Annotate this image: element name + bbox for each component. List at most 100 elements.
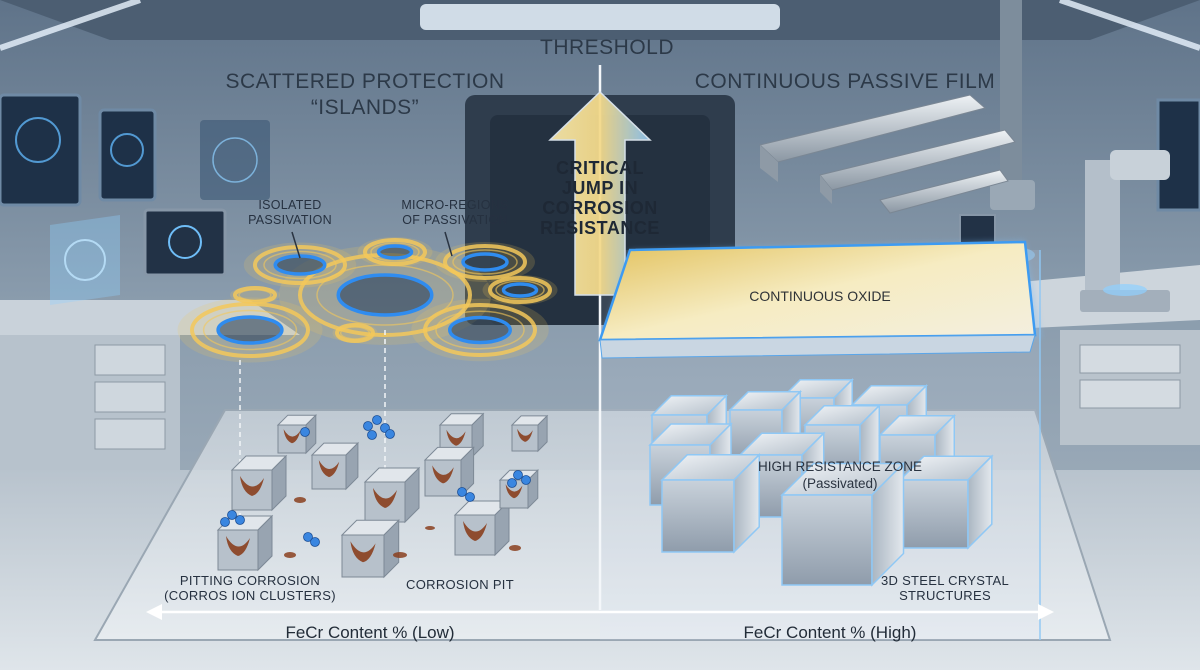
corrosion-pit bbox=[432, 465, 454, 484]
island-inner-ring bbox=[452, 249, 518, 275]
corrosion-pit bbox=[505, 484, 523, 499]
ion-cluster-dot bbox=[521, 475, 531, 485]
island-gold-ring bbox=[488, 276, 552, 304]
cube-front bbox=[781, 494, 873, 586]
corrosion-pit bbox=[373, 488, 397, 508]
island-inner-ring bbox=[263, 250, 337, 280]
island-inner-ring bbox=[495, 280, 545, 300]
ion-cluster-dot bbox=[303, 532, 313, 542]
island-core bbox=[275, 256, 325, 274]
cube-side bbox=[257, 514, 273, 572]
island-inner-ring bbox=[202, 309, 298, 351]
steel-crystal-cube bbox=[780, 461, 906, 587]
ion-cluster-dot bbox=[372, 415, 382, 425]
corrosion-pit-label: CORROSION PIT bbox=[406, 577, 514, 592]
island-blue-ring bbox=[448, 315, 512, 345]
jump-line4: RESISTANCE bbox=[540, 218, 660, 238]
pitting-label-line1: PITTING CORROSION bbox=[179, 573, 321, 588]
island-gold-ring bbox=[253, 245, 347, 285]
passivation-island bbox=[435, 242, 535, 282]
jump-arrow bbox=[548, 90, 652, 296]
crystal-label-line2: STRUCTURES bbox=[899, 588, 991, 603]
passivation-island bbox=[482, 275, 558, 305]
cube-side bbox=[733, 452, 760, 554]
pitting-label-line2: (CORROS ION CLUSTERS) bbox=[164, 588, 336, 603]
steel-beams bbox=[758, 94, 1016, 214]
cube-side bbox=[460, 446, 475, 498]
rust-stain bbox=[284, 552, 296, 558]
rust-stain bbox=[425, 526, 435, 530]
island-gold-ring bbox=[423, 303, 537, 357]
island-blue-ring bbox=[501, 282, 539, 298]
corrosion-pit bbox=[446, 429, 466, 446]
jump-line3: CORROSION bbox=[542, 198, 658, 218]
corroded-cubes bbox=[216, 412, 549, 579]
island-gold-ring bbox=[443, 244, 527, 280]
island-inner-ring bbox=[370, 242, 420, 262]
cube-side bbox=[271, 454, 287, 512]
ion-cluster-dot bbox=[385, 429, 395, 439]
island-blue-ring bbox=[336, 273, 434, 317]
corrosion-pit bbox=[226, 536, 250, 556]
passivation-island bbox=[357, 237, 433, 267]
lab-desk-left bbox=[0, 208, 300, 475]
island-blue-ring bbox=[461, 252, 509, 272]
passivation-island bbox=[411, 298, 549, 362]
ceiling-light bbox=[420, 4, 780, 30]
right-heading: CONTINUOUS PASSIVE FILM bbox=[694, 70, 996, 93]
fecr-axis bbox=[146, 604, 1054, 620]
passivation-island bbox=[332, 323, 378, 343]
isolated-label-line1: ISOLATED bbox=[258, 198, 322, 212]
island-gold-ring bbox=[190, 302, 310, 358]
left-heading-line1: SCATTERED PROTECTION bbox=[225, 70, 505, 93]
passivation-island bbox=[177, 297, 323, 363]
rust-stain bbox=[393, 552, 407, 558]
ion-cluster-dot bbox=[457, 487, 467, 497]
isolated-label-line2: PASSIVATION bbox=[248, 213, 332, 227]
jump-line1: CRITICAL bbox=[556, 158, 644, 178]
oxide-label: CONTINUOUS OXIDE bbox=[749, 288, 891, 304]
corroded-cube bbox=[230, 454, 288, 512]
crystal-label-line1: 3D STEEL CRYSTAL bbox=[880, 573, 1010, 588]
corroded-cube bbox=[310, 441, 360, 491]
zone-label-line1: HIGH RESISTANCE ZONE bbox=[757, 459, 923, 474]
rust-stain bbox=[509, 545, 521, 551]
axis-label-low: FeCr Content % (Low) bbox=[285, 623, 455, 642]
island-core bbox=[378, 246, 412, 258]
label-pointers bbox=[291, 231, 453, 259]
light-strip-left bbox=[0, 0, 141, 51]
corrosion-pit bbox=[350, 541, 376, 563]
island-core bbox=[338, 275, 432, 315]
island-inner-ring bbox=[238, 289, 272, 301]
cube-side bbox=[871, 461, 905, 587]
ion-cluster-dot bbox=[220, 517, 230, 527]
cube-front bbox=[661, 479, 735, 553]
light-strip-right bbox=[1059, 0, 1200, 51]
ion-cluster-dot bbox=[513, 470, 523, 480]
island-gold-ring bbox=[233, 286, 277, 304]
cube-side bbox=[383, 519, 400, 579]
micro-label-line1: MICRO-REGIONS bbox=[401, 198, 509, 212]
jump-line2: JUMP IN bbox=[561, 178, 639, 198]
corroded-cube bbox=[453, 499, 511, 557]
corroded-cube bbox=[340, 519, 400, 579]
corrosion-pit bbox=[240, 476, 264, 496]
corrosion-pit bbox=[283, 429, 301, 444]
continuous-oxide-film bbox=[598, 240, 1042, 359]
island-inner-ring bbox=[435, 310, 525, 350]
cube-side bbox=[345, 441, 359, 491]
corroded-cube bbox=[423, 446, 475, 498]
ion-cluster-dot bbox=[465, 492, 475, 502]
ion-cluster-dot bbox=[300, 427, 310, 437]
corrosion-pit bbox=[318, 460, 340, 478]
corrosion-pit bbox=[517, 428, 533, 442]
ion-cluster-dot bbox=[367, 430, 377, 440]
steel-crystal-cube bbox=[898, 454, 994, 550]
rust-stain bbox=[294, 497, 306, 503]
passivation-island bbox=[243, 242, 357, 288]
island-core bbox=[503, 284, 537, 296]
island-blue-ring bbox=[376, 244, 414, 260]
corrosion-pit bbox=[463, 521, 487, 541]
